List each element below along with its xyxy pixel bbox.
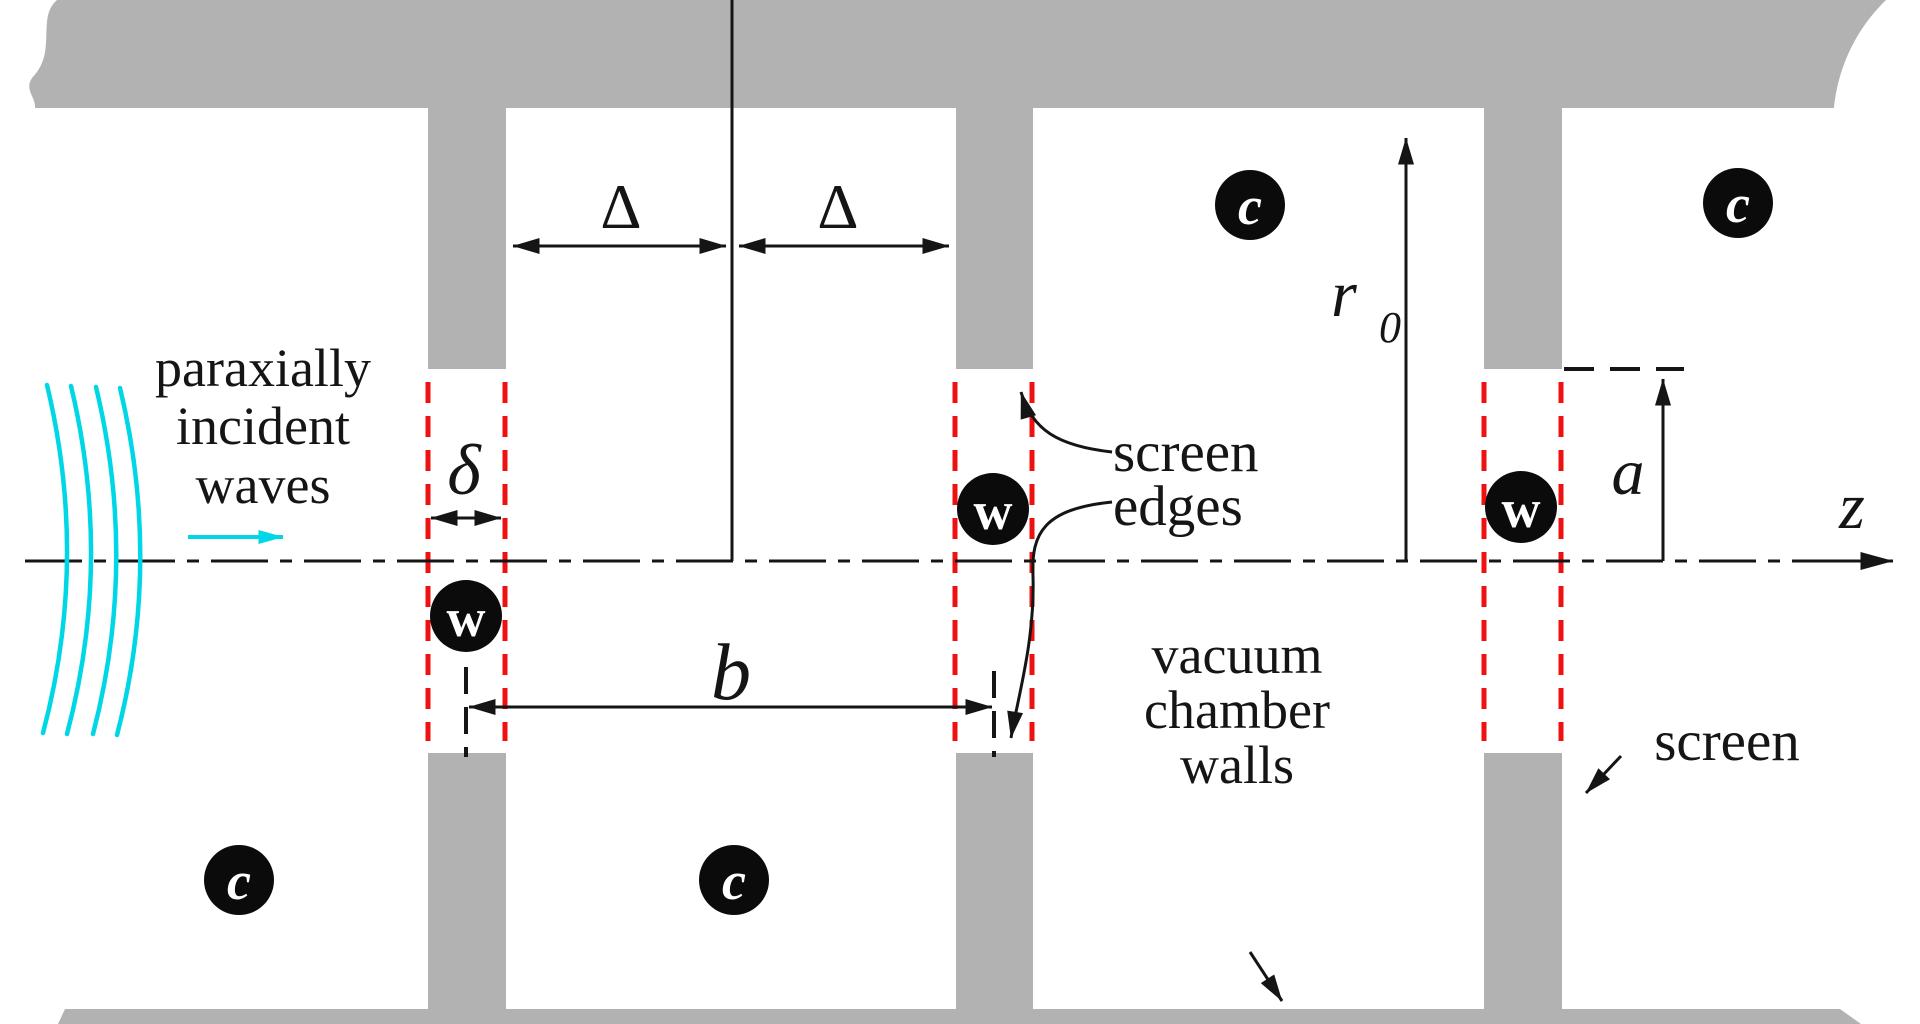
z-axis-label: z — [1838, 470, 1865, 543]
wall-marker-circle-3 — [1485, 471, 1557, 543]
screen-edges-label-line2: edges — [1113, 475, 1243, 538]
screen-1-upper-bar — [428, 106, 506, 369]
a-label: a — [1612, 436, 1645, 509]
screen-1-lower-bar — [428, 753, 506, 1011]
wavefront-arc-4 — [114, 385, 143, 738]
screen-edges-label-line1: screen — [1113, 421, 1259, 484]
screen-2-upper-bar — [956, 106, 1033, 369]
chamber-marker-circle-4 — [1703, 168, 1773, 238]
wall-markers-group: w w w — [430, 471, 1557, 652]
wall-marker-letter-2: w — [974, 481, 1013, 541]
chamber-marker-letter-1: c — [227, 851, 251, 911]
r0-label-subscript: 0 — [1379, 303, 1401, 352]
wall-marker-circle-1 — [430, 580, 502, 652]
chamber-marker-circle-1 — [204, 845, 274, 915]
wall-marker-circle-2 — [957, 473, 1029, 545]
b-label: b — [711, 629, 751, 717]
wall-marker-letter-3: w — [1502, 479, 1541, 539]
walls-label-line3: walls — [1180, 735, 1294, 795]
screen-2-lower-bar — [956, 753, 1033, 1011]
screen-label-pointer-arrow — [1584, 754, 1623, 795]
delta-right-label: Δ — [817, 171, 858, 242]
wavefront-arc-2 — [64, 383, 94, 737]
chamber-marker-letter-2: c — [722, 851, 746, 911]
screen-3-lower-bar — [1484, 753, 1562, 1011]
screen-edges-pointer-upper — [1019, 391, 1113, 454]
incident-waves-label-line2: incident — [176, 396, 350, 456]
small-delta-label: δ — [447, 430, 482, 510]
chamber-marker-circle-3 — [1215, 170, 1285, 240]
wall-marker-letter-1: w — [447, 588, 486, 648]
walls-label-line1: vacuum — [1152, 625, 1323, 685]
walls-label-pointer-arrow — [1248, 951, 1284, 1002]
screen-label: screen — [1654, 710, 1800, 773]
screen-3-upper-bar — [1484, 106, 1562, 369]
chamber-marker-circle-2 — [699, 845, 769, 915]
walls-label-line2: chamber — [1144, 680, 1330, 740]
screen-edges-pointer-lower — [1007, 500, 1113, 739]
wavefront-arc-1 — [40, 382, 70, 736]
screens-group — [428, 106, 1562, 1011]
wavefronts-group — [40, 382, 284, 738]
delta-left-label: Δ — [600, 171, 641, 242]
wavefront-arc-3 — [90, 384, 119, 737]
incident-waves-label-line1: paraxially — [155, 338, 371, 398]
vacuum-chamber-top-wall — [29, 0, 1886, 108]
vacuum-chamber-bottom-wall — [58, 1009, 1861, 1024]
r0-label-base: r — [1331, 258, 1357, 331]
chamber-markers-group: c c c c — [204, 168, 1773, 915]
incident-waves-label-line3: waves — [196, 455, 331, 515]
chamber-marker-letter-3: c — [1238, 176, 1262, 236]
chamber-marker-letter-4: c — [1726, 174, 1750, 234]
